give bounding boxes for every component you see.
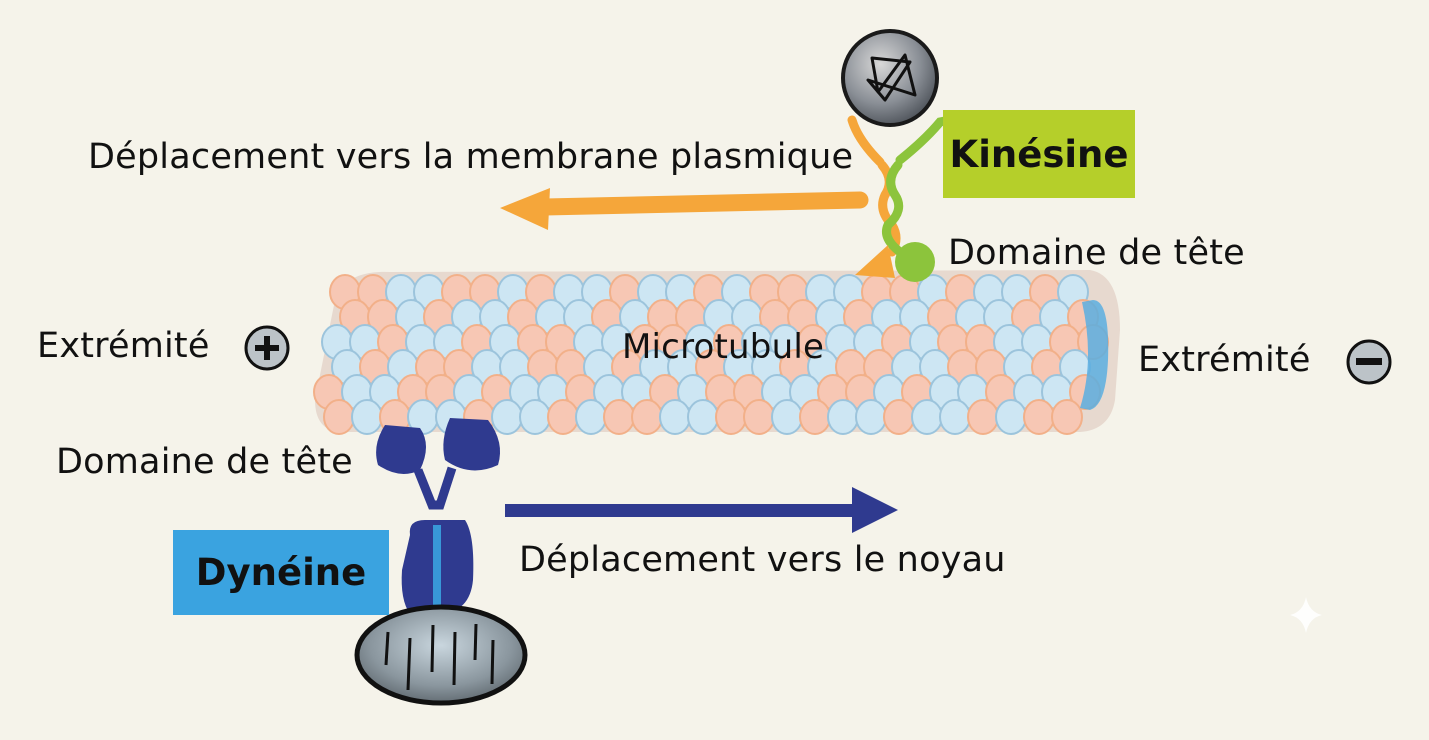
tubulin-subunit — [715, 399, 747, 435]
arrow-to-membrane — [500, 188, 869, 230]
tubulin-subunit — [799, 399, 831, 435]
tubulin-subunit — [939, 399, 971, 435]
circle-minus-icon — [1346, 339, 1392, 385]
movement-to-nucleus-label: Déplacement vers le noyau — [519, 540, 1006, 580]
tubulin-subunit — [603, 399, 635, 435]
tubulin-subunit — [631, 399, 663, 435]
tubulin-subunit — [547, 399, 579, 435]
arrow-to-nucleus — [505, 487, 898, 533]
tubulin-subunit — [967, 399, 999, 435]
tubulin-subunit — [575, 399, 607, 435]
tubulin-subunit — [827, 399, 859, 435]
kinesin-head-domain-label: Domaine de tête — [948, 233, 1245, 273]
kinesin-head-green — [895, 242, 935, 282]
vesicle-cargo-icon — [841, 29, 939, 127]
tubulin-subunit — [659, 399, 691, 435]
circle-plus-icon — [244, 325, 290, 371]
tubulin-subunit — [687, 399, 719, 435]
tubulin-subunit — [911, 399, 943, 435]
kinesin-badge: Kinésine — [943, 110, 1135, 198]
tubulin-subunit — [771, 399, 803, 435]
tubulin-subunit — [519, 399, 551, 435]
tubulin-subunit — [743, 399, 775, 435]
microtubule-label: Microtubule — [622, 327, 825, 367]
dynein-head-domain-label: Domaine de tête — [56, 442, 353, 482]
kinesin-head-orange — [855, 245, 895, 278]
microtubule-minus-lumen — [1080, 300, 1109, 410]
tubulin-subunit — [883, 399, 915, 435]
kinesin-motor — [847, 113, 965, 282]
tubulin-subunit — [1051, 399, 1083, 435]
dynein-label: Dynéine — [195, 551, 367, 594]
sparkle-icon — [1290, 597, 1322, 633]
mitochondrion-cargo-icon — [354, 604, 528, 706]
kinesin-label: Kinésine — [949, 132, 1129, 176]
tubulin-subunit — [351, 399, 383, 435]
minus-end-label: Extrémité — [1138, 340, 1311, 380]
microtubule — [313, 270, 1120, 435]
tubulin-subunit — [1023, 399, 1055, 435]
dynein-motor — [376, 418, 501, 614]
tubulin-subunit — [491, 399, 523, 435]
tubulin-subunit — [855, 399, 887, 435]
plus-end-label: Extrémité — [37, 326, 210, 366]
movement-to-membrane-label: Déplacement vers la membrane plasmique — [88, 137, 854, 177]
dynein-badge: Dynéine — [173, 530, 389, 615]
tubulin-subunit — [995, 399, 1027, 435]
tubulin-subunits — [313, 274, 1109, 435]
tubulin-subunit — [323, 399, 355, 435]
